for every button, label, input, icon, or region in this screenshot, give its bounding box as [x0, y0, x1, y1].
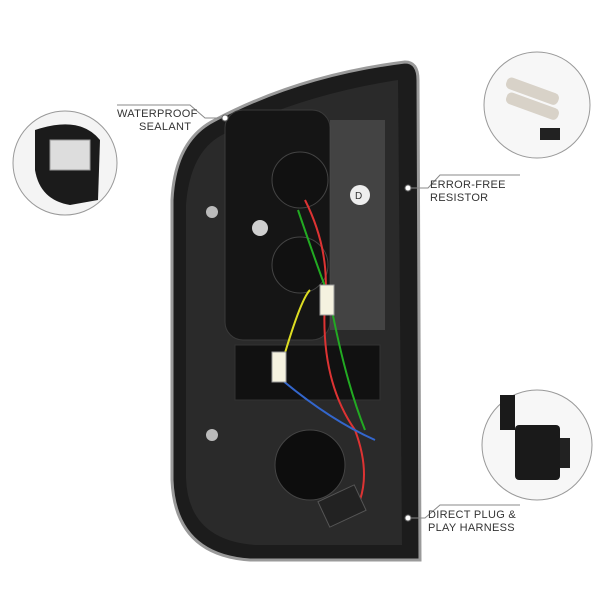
- harness-detail-circle: [481, 389, 593, 501]
- sealant-label-line1: WATERPROOF: [117, 108, 198, 120]
- resistor-label-line1: ERROR-FREE: [430, 179, 506, 191]
- sealant-detail-circle: [12, 110, 118, 216]
- resistor-label-line2: RESISTOR: [430, 192, 489, 204]
- harness-label-line2: PLAY HARNESS: [428, 522, 515, 534]
- tail-light-housing: D: [170, 60, 422, 562]
- sealant-label-line2: SEALANT: [139, 121, 192, 133]
- harness-label-line1: DIRECT PLUG &: [428, 509, 517, 521]
- resistor-label: ERROR-FREE RESISTOR: [430, 179, 506, 205]
- sealant-label: WATERPROOF SEALANT: [117, 108, 198, 134]
- callout-lines: [117, 104, 520, 522]
- wire-harness: [271, 199, 376, 528]
- harness-label: DIRECT PLUG & PLAY HARNESS: [428, 509, 516, 535]
- svg-text:D: D: [355, 191, 362, 202]
- resistor-detail-circle: [483, 51, 591, 159]
